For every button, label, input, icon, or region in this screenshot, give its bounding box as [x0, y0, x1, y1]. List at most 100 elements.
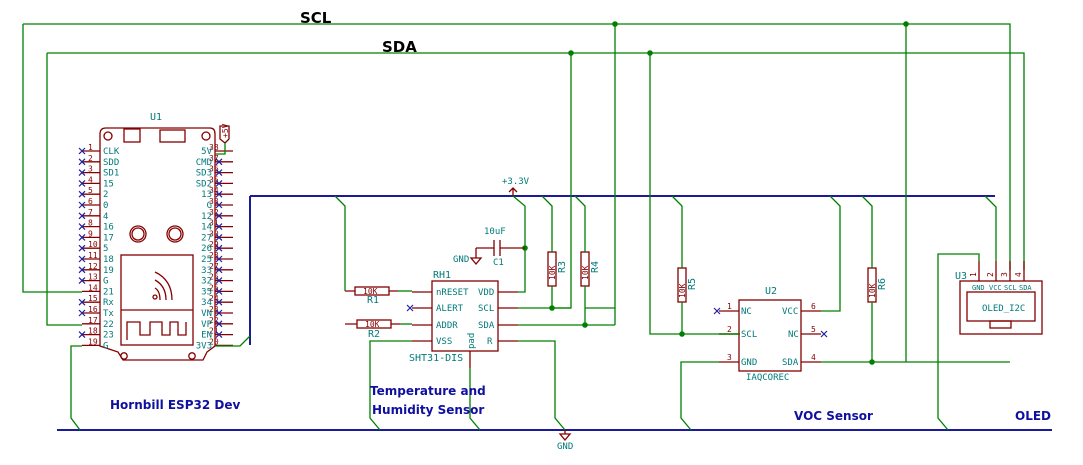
- u2-pin-num: 1: [727, 302, 732, 311]
- u1-pin-number: 23: [209, 305, 219, 314]
- scl-net-wire: [23, 23, 1011, 270]
- u1-pin-number: 14: [88, 283, 98, 292]
- no-connect-marker: [215, 320, 223, 328]
- rh1-note-line1: Temperature and: [370, 384, 486, 398]
- u1-pin-name: 15: [103, 179, 114, 189]
- u1-pin-name: 5V: [201, 147, 212, 157]
- r6-resistor[interactable]: 10K R6: [867, 267, 888, 303]
- u1-pin-name: 17: [103, 233, 114, 243]
- r1-value: 10K: [363, 287, 378, 296]
- junction: [612, 21, 618, 27]
- no-connect-marker: [78, 201, 86, 209]
- u1-pin-number: 34: [209, 186, 219, 195]
- r3-resistor[interactable]: 10K R3: [547, 251, 568, 287]
- gnd-label: GND: [557, 442, 573, 452]
- r5-resistor[interactable]: 10K R5: [677, 267, 698, 303]
- u2-pin-vcc: VCC: [782, 307, 798, 317]
- u1-pin-name: 33: [201, 266, 212, 276]
- u1-pin-number: 3: [88, 165, 93, 174]
- u1-pin-name: SDD: [103, 158, 119, 168]
- no-connect-marker: [78, 169, 86, 177]
- r1-resistor[interactable]: 10K R1: [345, 286, 398, 306]
- u1-pin-name: SD2: [196, 179, 212, 189]
- r5-ref: R5: [687, 278, 698, 290]
- r3-value: 10K: [548, 265, 557, 280]
- u1-pin-name: 0: [103, 201, 108, 211]
- rh1-pad-wire: [469, 368, 481, 431]
- u3-note: OLED: [1015, 409, 1051, 423]
- no-connect-marker: [78, 244, 86, 252]
- u1-pin-name: 18: [103, 255, 114, 265]
- u1-pin-name: 3V3: [196, 341, 212, 351]
- u1-pin-name: 2: [103, 190, 108, 200]
- junction: [647, 50, 653, 56]
- u2-pin-gnd: GND: [741, 358, 757, 368]
- u3-value: OLED_I2C: [982, 304, 1025, 314]
- u1-pin-name: 23: [103, 331, 114, 341]
- u1-pin-name: CLK: [103, 147, 120, 157]
- u1-pin-number: 20: [209, 337, 219, 346]
- r2-value: 10K: [365, 320, 380, 329]
- no-connect-marker: [78, 179, 86, 187]
- rh1-pin-nreset: nRESET: [436, 288, 469, 298]
- no-connect-marker: [215, 190, 223, 198]
- u1-pin-name: 22: [103, 320, 114, 330]
- junction: [869, 359, 875, 365]
- no-connect-marker: [78, 233, 86, 241]
- u1-pin-number: 38: [209, 143, 219, 152]
- r4-resistor[interactable]: 10K R4: [580, 251, 601, 287]
- rh1-pin-sda: SDA: [478, 321, 495, 331]
- u1-note: Hornbill ESP32 Dev: [110, 398, 240, 412]
- u1-pin-number: 16: [88, 305, 98, 314]
- u1-pin-number: 33: [209, 197, 219, 206]
- no-connect-marker: [78, 331, 86, 339]
- u1-pin-name: VP: [201, 320, 212, 330]
- no-connect-marker: [78, 309, 86, 317]
- u1-pin-name: Rx: [103, 298, 114, 308]
- u1-pin-number: 36: [209, 165, 219, 174]
- u2-note: VOC Sensor: [794, 409, 873, 423]
- u1-pin-name: CMD: [196, 158, 212, 168]
- r6-ref: R6: [877, 278, 888, 290]
- rh1-value: SHT31-DIS: [409, 353, 463, 364]
- gnd-symbol: GND: [557, 430, 573, 452]
- no-connect-marker: [215, 298, 223, 306]
- no-connect-marker: [215, 277, 223, 285]
- u1-pin-name: 27: [201, 233, 212, 243]
- u1-pin-number: 32: [209, 208, 219, 217]
- rh1-sht31-sensor[interactable]: RH1 SHT31-DIS nRESET ALERT ADDR VSS VDD …: [409, 270, 518, 368]
- no-connect-marker: [78, 223, 86, 231]
- no-connect-marker: [78, 298, 86, 306]
- u2-value: IAQCOREC: [746, 373, 789, 383]
- u2-pin-scl: SCL: [741, 330, 757, 340]
- u1-pin-name: G: [103, 277, 108, 287]
- sda-net-wire: [47, 52, 1025, 270]
- junction: [568, 50, 574, 56]
- u1-pin-number: 17: [88, 316, 98, 325]
- no-connect-marker: [78, 147, 86, 155]
- u1-pin-name: VN: [201, 309, 212, 319]
- u1-esp32-module[interactable]: U1: [99, 112, 216, 361]
- u1-pin-number: 18: [88, 327, 98, 336]
- c1-capacitor[interactable]: 10uF C1 GND: [453, 227, 525, 268]
- r3-wire: [541, 195, 553, 308]
- r1-pullup-wire: [334, 195, 346, 291]
- c1-gnd-label: GND: [453, 255, 469, 265]
- u1-pin-name: SD1: [103, 169, 119, 179]
- power-3v3-symbol: +3.3V: [502, 177, 530, 196]
- u3-oled-display[interactable]: U3 OLED_I2C 1 2 3 4 GND VCC SCL SDA: [955, 261, 1043, 335]
- u2-pin-nc: NC: [741, 307, 752, 317]
- u1-pin-number: 26: [209, 273, 219, 282]
- no-connect-marker: [215, 309, 223, 317]
- sda-drop-u2: [649, 53, 740, 335]
- u2-voc-sensor[interactable]: U2 IAQCOREC 1 2 3 6 5 4 NC SCL GND VCC N…: [719, 286, 821, 383]
- r6-wire: [861, 195, 873, 362]
- power-3v3-label: +3.3V: [502, 177, 530, 187]
- r2-resistor[interactable]: 10K R2: [345, 319, 400, 340]
- u1-pin-number: 2: [88, 154, 93, 163]
- r1-ref: R1: [367, 295, 379, 306]
- no-connect-marker: [215, 233, 223, 241]
- u1-pin-name: 5: [103, 244, 108, 254]
- u3-pin-num: 2: [986, 272, 995, 277]
